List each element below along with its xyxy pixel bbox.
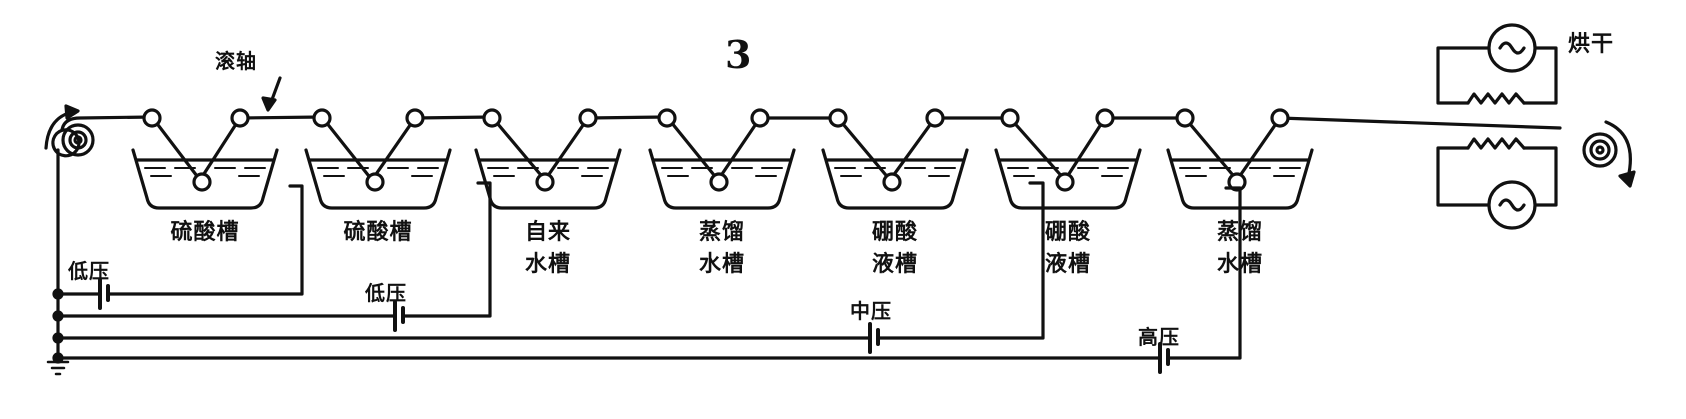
power-label-2: 低压 [365, 281, 407, 305]
bottom-roller-icon [365, 172, 385, 192]
tank-3 [474, 148, 622, 210]
takeup-reel-icon [1582, 120, 1636, 188]
tank-6 [994, 148, 1142, 210]
top-roller-icon [828, 108, 848, 128]
bottom-roller-icon [882, 172, 902, 192]
tank-label-5: 硼酸 [871, 220, 918, 245]
power-label-1: 低压 [68, 259, 110, 283]
top-roller-icon [482, 108, 502, 128]
tank-5 [821, 148, 969, 210]
battery-icon [868, 322, 880, 354]
top-roller-icon [230, 108, 250, 128]
power-label-4: 高压 [1138, 325, 1180, 349]
figure-number: 3 [725, 32, 752, 77]
top-roller-icon [750, 108, 770, 128]
bottom-roller-icon [1055, 172, 1075, 192]
tank-label-3: 自来 [524, 220, 571, 245]
top-roller-icon [405, 108, 425, 128]
tank-label-4-line2: 水槽 [698, 252, 745, 277]
top-roller-icon [1270, 108, 1290, 128]
tank-label-6: 硼酸 [1044, 220, 1091, 245]
battery-icon [1158, 342, 1170, 374]
tank-label-4: 蒸馏 [698, 220, 745, 245]
tank-group [131, 148, 1314, 210]
tank-label-1: 硫酸槽 [170, 220, 240, 245]
ground-icon [46, 360, 70, 376]
battery-icon [393, 300, 405, 332]
top-roller-icon [1095, 108, 1115, 128]
top-roller-icon [312, 108, 332, 128]
resistor-heater-icon [1466, 137, 1526, 150]
top-roller-icon [1000, 108, 1020, 128]
bottom-roller-icon [709, 172, 729, 192]
top-roller-icon [578, 108, 598, 128]
top-roller-icon [657, 108, 677, 128]
bottom-roller-icon [1227, 172, 1247, 192]
resistor-heater-icon [1466, 92, 1526, 105]
ac-source-icon [1487, 23, 1537, 73]
power-label-3: 中压 [850, 299, 892, 323]
drying-label: 烘干 [1568, 32, 1615, 57]
bottom-roller-icon [192, 172, 212, 192]
bottom-roller-icon [535, 172, 555, 192]
ac-source-icon [1487, 180, 1537, 230]
tank-label-3-line2: 水槽 [524, 252, 571, 277]
supply-reel-icon [44, 104, 95, 158]
drying-unit-bottom [1436, 137, 1558, 230]
drying-unit-top [1436, 23, 1558, 105]
tank-label-7-line2: 水槽 [1216, 252, 1263, 277]
tank-4 [648, 148, 796, 210]
film-strip [60, 115, 1562, 182]
tank-label-6-line2: 液槽 [1044, 252, 1091, 277]
top-roller-icon [142, 108, 162, 128]
tank-label-5-line2: 液槽 [871, 252, 918, 277]
tank-label-7: 蒸馏 [1216, 220, 1263, 245]
roller-label: 滚轴 [215, 49, 257, 73]
tank-1 [131, 148, 279, 210]
tank-label-2: 硫酸槽 [343, 220, 413, 245]
battery-icon [98, 278, 110, 310]
top-roller-icon [925, 108, 945, 128]
roller-group [142, 108, 1290, 128]
tank-2 [304, 148, 452, 210]
top-roller-icon [1175, 108, 1195, 128]
